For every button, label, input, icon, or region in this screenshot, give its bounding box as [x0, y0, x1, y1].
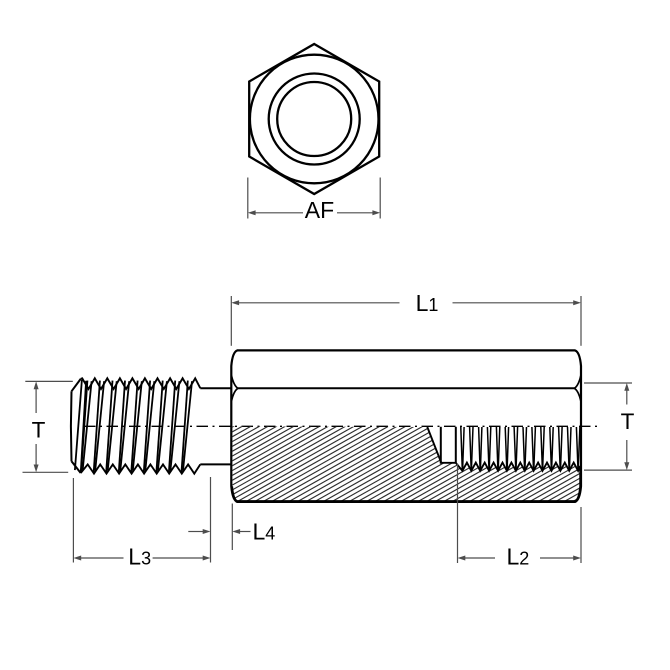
svg-text:L3: L3 — [128, 544, 151, 570]
svg-text:AF: AF — [305, 197, 334, 223]
svg-text:L2: L2 — [507, 544, 530, 570]
svg-text:T: T — [621, 409, 635, 434]
svg-text:L1: L1 — [416, 290, 439, 316]
svg-text:T: T — [32, 418, 46, 443]
svg-text:L4: L4 — [253, 519, 276, 545]
